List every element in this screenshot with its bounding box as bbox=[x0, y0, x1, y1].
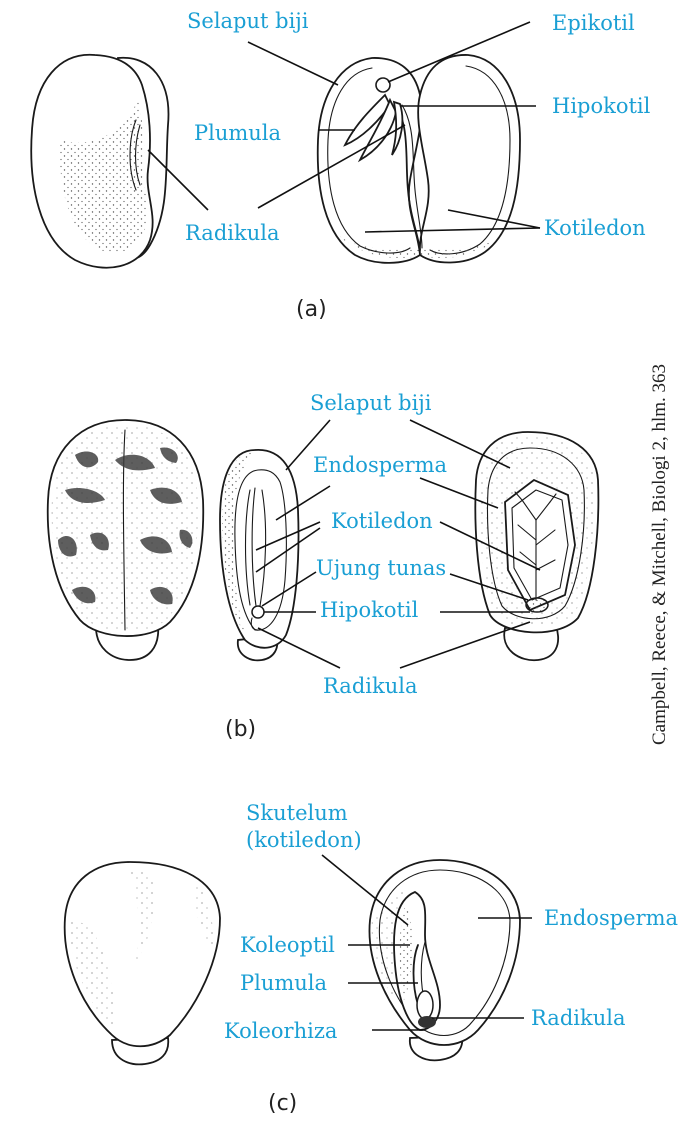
castor-blot-3 bbox=[160, 447, 178, 463]
bean-whole-stipple bbox=[59, 100, 147, 253]
caption-b: (b) bbox=[225, 717, 256, 742]
bean-base-stipple bbox=[335, 232, 505, 259]
label-b-ujung-tunas: Ujung tunas bbox=[316, 556, 446, 580]
castor-blot-10 bbox=[72, 586, 96, 604]
label-a-epikotil: Epikotil bbox=[552, 11, 635, 35]
leader-a-kotiledon-1 bbox=[447, 209, 541, 229]
label-b-endosperma: Endosperma bbox=[313, 453, 447, 477]
bean-whole bbox=[30, 53, 170, 269]
panel-a: Selaput biji Epikotil Plumula Hipokotil … bbox=[30, 9, 651, 322]
label-c-plumula: Plumula bbox=[240, 971, 327, 995]
label-a-radikula: Radikula bbox=[185, 221, 279, 245]
corn-scutellum-stipple bbox=[399, 905, 413, 1000]
corn-radicle bbox=[418, 1016, 436, 1028]
panel-c-labels: Skutelum (kotiledon) Endosperma Koleopti… bbox=[224, 801, 678, 1043]
panel-a-leaders bbox=[147, 21, 541, 233]
label-a-hipokotil: Hipokotil bbox=[552, 94, 651, 118]
castor-blot-6 bbox=[58, 535, 77, 557]
leader-c-skutelum bbox=[321, 854, 409, 926]
castor-front-coat-inner bbox=[486, 447, 585, 620]
castor-whole bbox=[46, 419, 205, 661]
label-b-selaput-biji: Selaput biji bbox=[310, 391, 432, 415]
leader-a-kotiledon-2 bbox=[364, 227, 541, 233]
corn-section-pericarp bbox=[378, 869, 511, 1036]
label-b-hipokotil: Hipokotil bbox=[320, 598, 419, 622]
label-a-plumula: Plumula bbox=[194, 121, 281, 145]
corn-whole-stipple-1 bbox=[69, 920, 114, 1030]
leader-b-ujung-2 bbox=[449, 573, 529, 601]
panel-b-labels: Selaput biji Endosperma Kotiledon Ujung … bbox=[310, 391, 447, 698]
castor-blot-5 bbox=[150, 487, 182, 504]
castor-front-caruncle bbox=[503, 625, 560, 662]
castor-blot-4 bbox=[65, 488, 105, 503]
leader-a-selaput bbox=[247, 41, 339, 86]
source-credit: Campbell, Reece, & Mitchell, Biologi 2, … bbox=[649, 364, 670, 745]
panel-c: Skutelum (kotiledon) Endosperma Koleopti… bbox=[63, 801, 678, 1116]
corn-section bbox=[368, 859, 521, 1062]
castor-ridge bbox=[122, 429, 126, 631]
bean-hilum bbox=[129, 119, 137, 191]
bean-right-half bbox=[417, 54, 521, 264]
label-c-endosperma: Endosperma bbox=[544, 906, 678, 930]
label-c-koleoptil: Koleoptil bbox=[240, 933, 335, 957]
label-c-koleorhiza: Koleorhiza bbox=[224, 1019, 337, 1043]
castor-side-hypocotyl bbox=[251, 605, 265, 619]
leader-b-kotiledon-2 bbox=[255, 527, 321, 573]
leader-b-radikula-2 bbox=[399, 621, 531, 669]
panel-c-leaders bbox=[321, 854, 532, 1031]
label-a-selaput-biji: Selaput biji bbox=[187, 9, 309, 33]
leader-b-kotiledon-3 bbox=[439, 521, 541, 571]
label-b-radikula: Radikula bbox=[323, 674, 417, 698]
castor-side-cotyledon-1 bbox=[244, 489, 251, 606]
castor-front-hypocotyl bbox=[525, 597, 549, 613]
castor-side-cotyledon-2 bbox=[251, 487, 257, 607]
bean-opened bbox=[316, 54, 521, 264]
corn-whole-stipple-2 bbox=[193, 880, 213, 950]
castor-side-endosperm bbox=[234, 469, 287, 631]
castor-front-veins bbox=[514, 491, 557, 601]
leader-b-selaput-2 bbox=[409, 419, 511, 469]
leader-a-radikula-2 bbox=[257, 124, 406, 209]
label-c-radikula: Radikula bbox=[531, 1006, 625, 1030]
leader-a-epikotil bbox=[387, 21, 531, 83]
corn-coleoptile bbox=[412, 944, 419, 1006]
castor-side-stipple bbox=[222, 452, 255, 636]
castor-blot-9 bbox=[179, 529, 193, 548]
plumule-leaf-1 bbox=[343, 93, 392, 147]
panel-b-leaders bbox=[255, 419, 541, 669]
corn-whole bbox=[63, 861, 221, 1066]
leader-a-radikula-1 bbox=[147, 149, 209, 211]
panel-b: Selaput biji Endosperma Kotiledon Ujung … bbox=[46, 391, 600, 742]
castor-blot-11 bbox=[150, 586, 173, 605]
castor-section-front bbox=[474, 431, 600, 662]
plumule-leaf-3 bbox=[391, 100, 404, 156]
castor-blot-8 bbox=[140, 536, 172, 554]
corn-whole-stipple-3 bbox=[130, 870, 155, 965]
castor-whole-stipple bbox=[51, 425, 199, 632]
label-b-kotiledon: Kotiledon bbox=[331, 509, 433, 533]
castor-side-radicle-tip bbox=[250, 617, 259, 631]
leader-b-ujung-1 bbox=[261, 571, 317, 607]
epicotyl-bud bbox=[375, 77, 391, 93]
castor-blot-7 bbox=[90, 532, 109, 551]
leader-b-radikula-1 bbox=[257, 627, 341, 669]
caption-a: (a) bbox=[296, 297, 327, 322]
leader-b-endosperma-1 bbox=[275, 485, 331, 521]
corn-plumule bbox=[416, 990, 434, 1020]
castor-blot-2 bbox=[115, 454, 155, 471]
caption-c: (c) bbox=[268, 1091, 297, 1116]
castor-front-cotyledon bbox=[511, 489, 569, 601]
panel-a-labels: Selaput biji Epikotil Plumula Hipokotil … bbox=[185, 9, 651, 245]
label-c-skutelum-2: (kotiledon) bbox=[246, 828, 362, 852]
castor-side-cotyledon-3 bbox=[259, 489, 267, 607]
leader-b-kotiledon-1 bbox=[255, 521, 321, 551]
label-c-skutelum-1: Skutelum bbox=[246, 801, 348, 825]
castor-blot-1 bbox=[75, 451, 99, 468]
leader-b-endosperma-2 bbox=[419, 477, 499, 509]
leader-b-selaput-1 bbox=[285, 419, 331, 471]
bean-hilum-inner bbox=[134, 124, 141, 186]
label-a-kotiledon: Kotiledon bbox=[544, 216, 646, 240]
